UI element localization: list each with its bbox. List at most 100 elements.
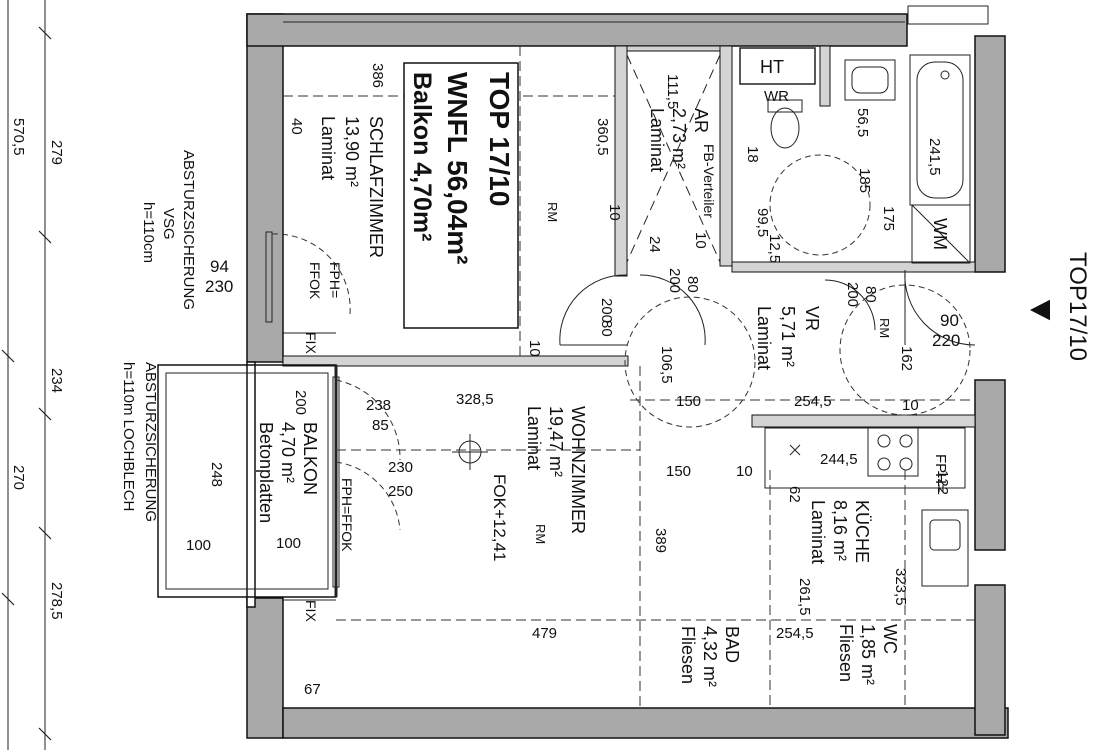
room-floor: Laminat <box>808 500 828 564</box>
room-name: WC <box>880 624 900 654</box>
dim-80b: 80 <box>598 320 615 337</box>
dim-10a: 10 <box>606 204 623 221</box>
fb-verteiler-label: FB-Verteiler <box>701 144 717 218</box>
dim-328: 328,5 <box>456 391 494 408</box>
dim-386: 386 <box>369 63 386 88</box>
dim-185: 185 <box>856 168 873 193</box>
dim-67: 67 <box>304 681 321 698</box>
dim-18: 18 <box>744 146 761 163</box>
dim-106: 106,5 <box>658 346 675 384</box>
dim-24: 24 <box>646 236 663 253</box>
dim-left-278: 278,5 <box>48 582 65 620</box>
dim-80c: 80 <box>862 286 879 303</box>
room-area: 2,73 m² <box>669 108 689 169</box>
room-bad: BAD 4,32 m² Fliesen <box>678 626 742 687</box>
kitchen-counter <box>764 427 969 587</box>
dim-111: 111,5 <box>664 74 681 109</box>
wr-label: WR <box>764 88 789 105</box>
dim-248: 248 <box>208 462 225 487</box>
dim-200d: 200 <box>292 390 309 415</box>
stove <box>867 427 919 477</box>
absturz-vsg-3: h=110cm <box>140 202 157 263</box>
doors <box>271 233 401 531</box>
dim-200b: 200 <box>598 298 615 323</box>
room-floor: Betonplatten <box>256 422 276 523</box>
dim-40: 40 <box>288 118 305 135</box>
dim-479: 479 <box>532 625 557 642</box>
dim-56: 56,5 <box>854 108 871 137</box>
dim-left-234: 234 <box>48 368 65 393</box>
room-vr: VR 5,71 m² Laminat <box>754 306 822 370</box>
dim-150b: 150 <box>666 463 691 480</box>
room-area: 1,85 m² <box>858 624 878 685</box>
room-floor: Fliesen <box>678 626 698 684</box>
dim-241: 241,5 <box>926 138 943 176</box>
room-ar: AR 2,73 m² Laminat <box>647 108 711 172</box>
room-area: 4,70 m² <box>278 422 298 483</box>
dim-220: 220 <box>932 331 960 350</box>
room-area: 13,90 m² <box>342 116 362 187</box>
bathtub <box>909 54 971 206</box>
room-kueche: KÜCHE 8,16 m² Laminat <box>808 500 872 564</box>
dim-100a: 100 <box>186 537 211 554</box>
absturz-lochblech-1: ABSTURZSICHERUNG <box>142 362 159 522</box>
fix-label-2: FIX <box>303 600 319 622</box>
dim-250: 250 <box>388 483 413 500</box>
title-balkon: Balkon 4,70m² <box>408 72 436 242</box>
dim-left-279: 279 <box>48 140 65 165</box>
dim-200c: 200 <box>844 282 861 307</box>
dim-left-570: 570,5 <box>10 118 27 156</box>
dim-left-270: 270 <box>10 465 27 490</box>
dim-261: 261,5 <box>796 578 813 616</box>
dim-94: 94 <box>210 257 229 276</box>
dim-80a: 80 <box>684 276 701 293</box>
dim-85: 85 <box>372 417 389 434</box>
left-dimension-chain: 570,5 279 234 270 278,5 <box>1 0 65 750</box>
dim-10c: 10 <box>526 340 543 357</box>
dim-10e: 10 <box>736 463 753 480</box>
room-floor: Laminat <box>754 306 774 370</box>
fok-label: FOK+12,41 <box>490 474 509 561</box>
toilet <box>767 99 803 149</box>
washing-machine-box <box>911 204 971 264</box>
room-name: KÜCHE <box>852 500 872 563</box>
room-floor: Laminat <box>647 108 667 172</box>
washbasin <box>844 59 896 101</box>
dim-10d: 10 <box>902 397 919 414</box>
room-name: BAD <box>722 626 742 663</box>
ffok-label: FFOK <box>307 262 323 300</box>
ht-label: HT <box>760 57 784 77</box>
dim-99: 99,5 <box>754 208 771 237</box>
dim-62: 62 <box>786 486 803 503</box>
dim-360: 360,5 <box>594 118 611 156</box>
dim-238: 238 <box>366 397 391 414</box>
dim-230: 230 <box>205 277 233 296</box>
wm-label: WM <box>930 218 950 250</box>
rm-label-2: RM <box>877 318 892 338</box>
windows <box>265 231 340 601</box>
room-schlafzimmer: SCHLAFZIMMER 13,90 m² Laminat <box>318 116 386 258</box>
dim-12: 12,5 <box>766 234 783 263</box>
room-area: 19,47 m² <box>546 406 566 477</box>
entrance-marker: TOP17/10 <box>1030 240 1106 400</box>
fph-label-kitchen: FPH= <box>932 454 949 493</box>
dim-100b: 100 <box>276 535 301 552</box>
walls <box>246 13 1009 739</box>
absturz-lochblech-2: h=110m LOCHBLECH <box>120 362 137 511</box>
dim-122: 122 <box>934 470 951 495</box>
dim-150a: 150 <box>676 393 701 410</box>
room-area: 5,71 m² <box>778 306 798 367</box>
title-unit: TOP 17/10 <box>484 72 515 206</box>
dim-244: 244,5 <box>820 451 858 468</box>
ht-box <box>739 47 816 85</box>
dim-10b: 10 <box>692 232 709 249</box>
room-floor: Fliesen <box>836 624 856 682</box>
absturz-vsg-1: ABSTURZSICHERUNG <box>180 150 197 310</box>
fph-label-bedroom: FPH= <box>327 262 343 298</box>
fix-label-1: FIX <box>303 332 319 354</box>
room-wohnzimmer: WOHNZIMMER 19,47 m² Laminat <box>524 406 588 534</box>
balcony-outline <box>157 364 338 598</box>
dim-254a: 254,5 <box>794 393 832 410</box>
rm-label-3: RM <box>533 524 548 544</box>
